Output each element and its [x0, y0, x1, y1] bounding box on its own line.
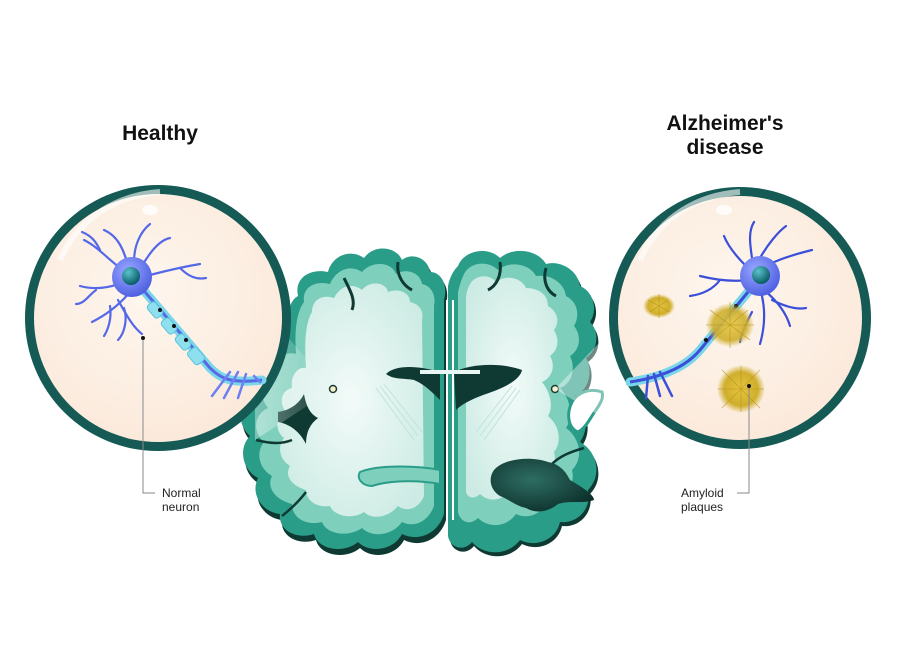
left-temporal-fold — [357, 465, 441, 488]
right-enlarged-ventricle — [490, 458, 594, 512]
left-sulcus — [396, 261, 413, 292]
right-sulcus — [551, 446, 585, 465]
healthy-title-text: Healthy — [122, 122, 198, 145]
normal-neuron-label: Normal neuron — [162, 486, 201, 514]
normal-neuron-leader-dot — [141, 336, 145, 340]
alzheimers-title: Alzheimer's disease — [640, 112, 810, 160]
normal-neuron-label-line2: neuron — [162, 500, 200, 514]
amyloid-plaques-label-line1: Amyloid — [681, 486, 724, 500]
amyloid-leader-dot — [747, 384, 751, 388]
healthy-neuron — [74, 222, 267, 400]
left-white-matter — [277, 283, 424, 517]
left-sulcus — [342, 277, 355, 311]
alzheimers-title-line1: Alzheimer's — [666, 112, 784, 135]
amyloid-plaques-label: Amyloid plaques — [681, 486, 724, 514]
myelin-sheath — [186, 346, 206, 366]
nucleus — [752, 266, 770, 284]
right-sulcus — [487, 261, 502, 292]
right-sulcus — [543, 267, 557, 298]
midline-septum — [446, 300, 454, 520]
alzheimers-title-line2: disease — [686, 136, 764, 159]
healthy-title: Healthy — [100, 122, 220, 146]
left-internal-capsule — [375, 383, 423, 441]
alzheimers-lens — [609, 187, 871, 449]
healthy-lens — [25, 185, 291, 451]
right-lateral-fissure — [567, 388, 604, 434]
diseased-neuron — [625, 220, 814, 400]
normal-neuron-label-line1: Normal — [162, 486, 201, 500]
brain-coronal-section — [240, 248, 604, 557]
left-lateral-fissure — [278, 394, 318, 444]
myelin-sheath — [160, 317, 178, 335]
amyloid-plaques — [643, 294, 765, 413]
normal-neuron-leader-line — [142, 338, 155, 494]
left-sulcus — [255, 438, 293, 445]
nucleus — [122, 267, 140, 285]
right-internal-capsule — [475, 385, 521, 441]
left-lateral-ventricle — [386, 367, 440, 400]
amyloid-leader-line — [737, 386, 750, 494]
left-sulcus — [281, 491, 307, 517]
right-sample-point — [550, 384, 560, 394]
amyloid-plaques-label-line2: plaques — [681, 500, 724, 514]
right-lateral-ventricle — [454, 364, 522, 410]
right-white-matter — [466, 276, 559, 500]
myelin-sheath — [146, 301, 164, 319]
